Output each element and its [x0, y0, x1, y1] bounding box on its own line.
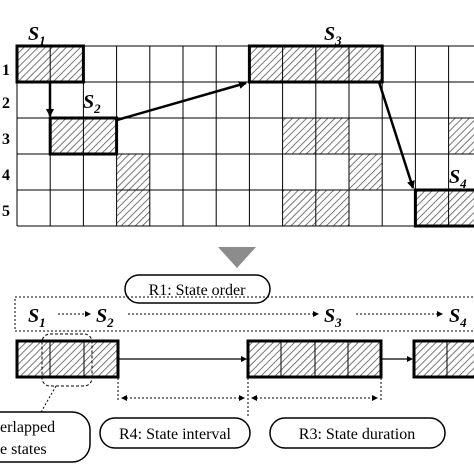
hatched-cell [349, 154, 383, 190]
overlap-highlight [41, 333, 93, 387]
svg-text:R3: State duration: R3: State duration [299, 426, 415, 443]
hatched-cell [282, 118, 316, 154]
state-boxes [15, 44, 474, 228]
sequence-label-s3: S3 [324, 305, 342, 330]
svg-text:S4: S4 [449, 305, 467, 330]
row-label: 5 [2, 203, 10, 220]
hatched-cell [282, 190, 316, 226]
timeline-bar-s1 [15, 339, 120, 379]
sequence-label-s4: S4 [449, 305, 467, 330]
state-box-s4 [413, 188, 474, 228]
timeline-bar-s4 [412, 339, 474, 379]
svg-text:erlapped: erlapped [0, 419, 55, 436]
sequence-label-s2: S2 [96, 305, 114, 330]
rule-r3-label: R3: State duration [269, 417, 446, 449]
row-label: 3 [2, 131, 10, 148]
hatched-cell [50, 118, 84, 154]
arrow-s2-to-s3 [116, 81, 247, 122]
hatched-cell [116, 154, 150, 190]
svg-text:S2: S2 [83, 91, 101, 116]
hatched-cell [83, 118, 117, 154]
row-label: 4 [2, 167, 10, 184]
hatched-cell [448, 190, 474, 226]
sequence-label-s1: S1 [28, 305, 46, 330]
svg-text:R4: State interval: R4: State interval [119, 426, 232, 443]
svg-text:S2: S2 [96, 305, 114, 330]
hatched-cell [116, 190, 150, 226]
grid-hatched-cells [17, 46, 474, 226]
hatched-cell [315, 190, 349, 226]
rule-r4-label: R4: State interval [99, 417, 251, 449]
hatched-cell [249, 46, 283, 82]
svg-text:e states: e states [0, 441, 47, 458]
state-box-s3 [247, 44, 384, 84]
svg-text:S1: S1 [28, 23, 46, 48]
state-label-s4: S4 [449, 166, 467, 191]
arrow-s3-to-s4 [377, 81, 415, 189]
row-label: 1 [2, 62, 10, 79]
transition-arrows [46, 81, 415, 189]
hatched-cell [315, 118, 349, 154]
timeline-bar-s3 [246, 339, 383, 379]
svg-text:S1: S1 [28, 305, 46, 330]
state-label-s1: S1 [28, 23, 46, 48]
hatched-cell [315, 46, 349, 82]
hatched-cell [448, 118, 474, 154]
state-label-s2: S2 [83, 91, 101, 116]
svg-text:S3: S3 [324, 305, 342, 330]
hatched-cell [349, 46, 383, 82]
overlap-callout: erlapped e states [0, 411, 91, 463]
state-label-s3: S3 [324, 23, 342, 48]
hatched-cell [415, 190, 449, 226]
svg-text:S3: S3 [324, 23, 342, 48]
down-triangle-icon [218, 247, 256, 268]
dimension-markers [117, 378, 382, 418]
svg-text:R1: State order: R1: State order [149, 282, 247, 299]
row-label: 2 [2, 95, 10, 112]
svg-text:S4: S4 [449, 166, 467, 191]
state-box-s2 [48, 116, 119, 156]
hatched-cell [50, 46, 84, 82]
hatched-cell [17, 46, 51, 82]
overlap-pointer [39, 385, 57, 415]
row-labels: 1 2 3 4 5 [2, 62, 10, 220]
rule-r1-label: R1: State order [124, 274, 271, 304]
hatched-cell [282, 46, 316, 82]
